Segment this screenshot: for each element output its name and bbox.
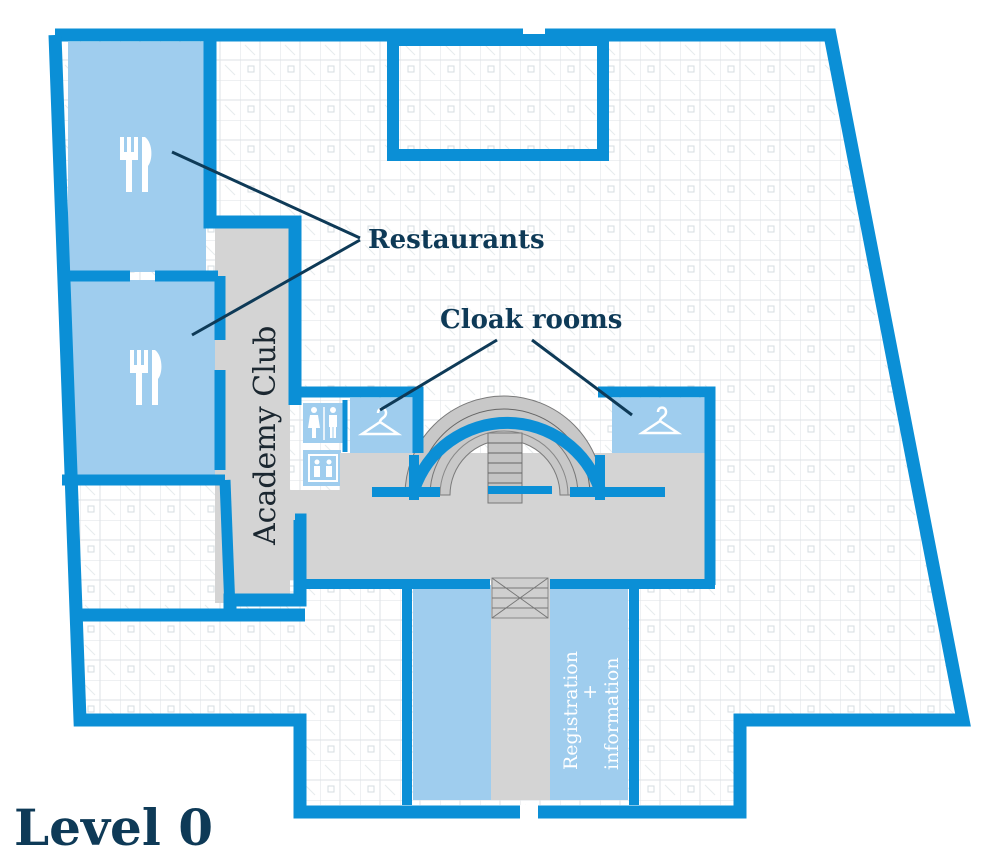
callout-lines [171,150,633,417]
registration-room-right[interactable] [550,585,628,800]
registration-line-1: Registration [560,651,582,770]
registration-line-3: information [601,657,623,770]
staircase [404,395,604,619]
restaurant-icon-1 [120,137,152,192]
registration-label: Registration + information [560,651,623,770]
registration-room-left[interactable] [413,585,491,800]
restaurants-label: Restaurants [368,225,545,255]
cloak-room-right[interactable] [612,398,705,453]
restaurant-icon-2 [130,350,162,405]
hanger-icon-right [637,406,683,435]
main-hall-corridor[interactable] [290,490,708,580]
registration-line-2: + [579,684,601,700]
level-title: Level 0 [14,798,213,857]
elevator-icon [308,454,338,482]
academy-club-label: Academy Club [248,326,283,546]
restaurant-room-lower[interactable] [68,280,220,475]
cloak-rooms-label: Cloak rooms [440,305,622,335]
restroom-icon [308,407,337,440]
walls [48,28,971,819]
